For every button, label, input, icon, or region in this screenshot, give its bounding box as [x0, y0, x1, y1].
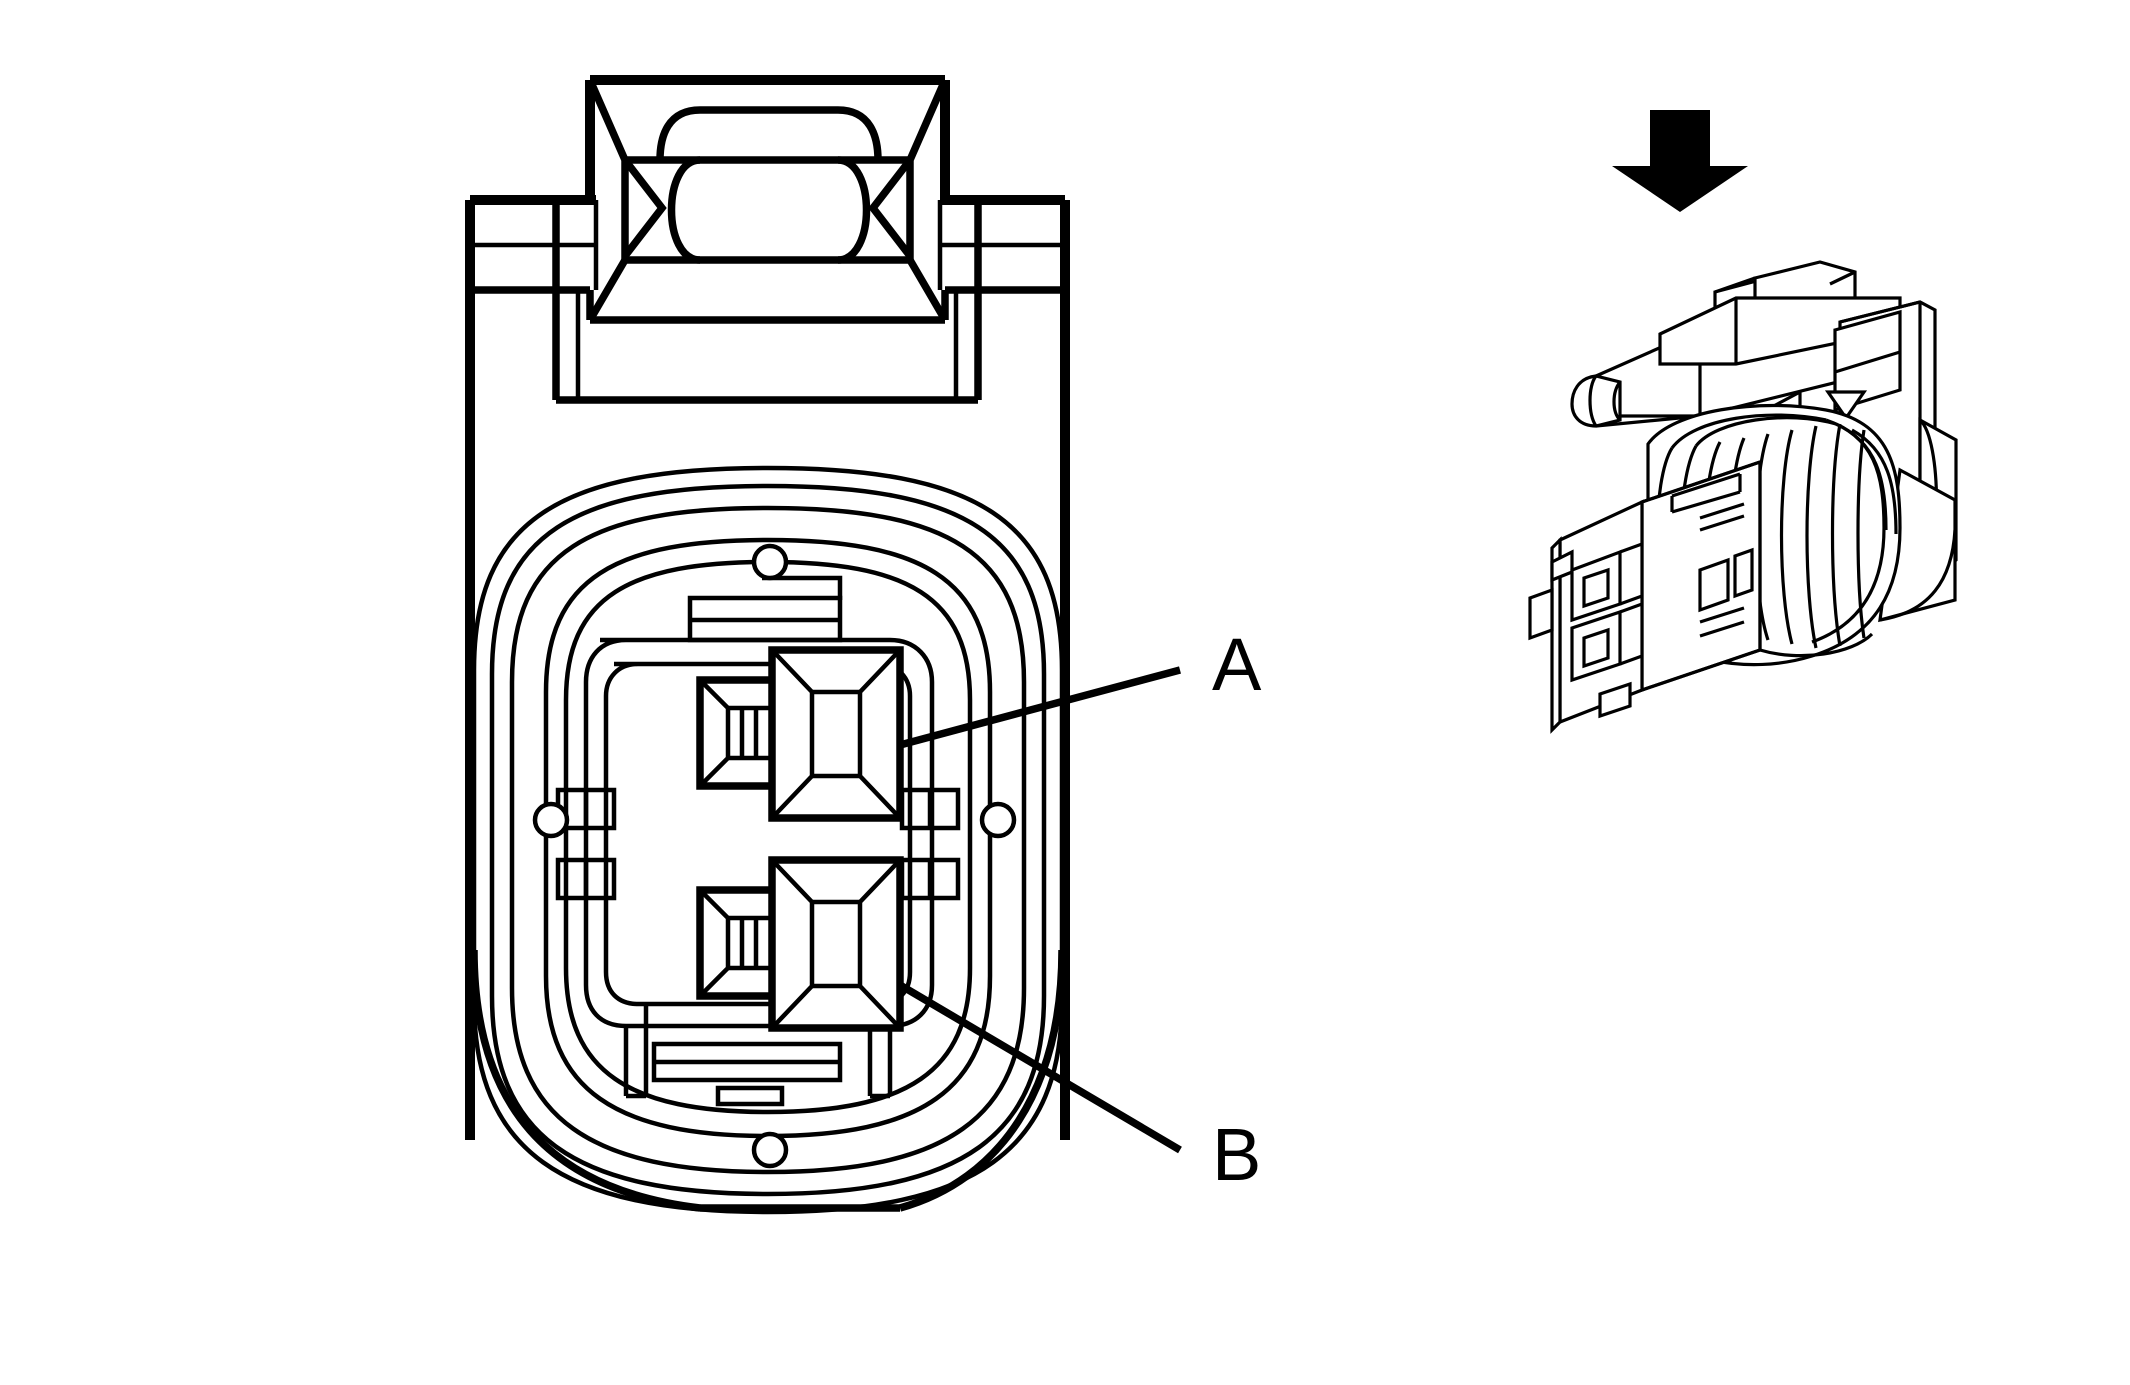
callout-a-label: A: [1212, 623, 1262, 706]
lower-terminal-cavity[interactable]: [696, 856, 904, 1032]
inset-front-face: [1528, 459, 1762, 734]
callout-b-label: B: [1212, 1113, 1261, 1196]
connector-front-view: [465, 75, 1070, 1215]
callout-b: B: [898, 981, 1261, 1196]
alignment-holes: [532, 543, 1017, 1169]
connector-body-outline: [465, 195, 1070, 1140]
connector-top-latch: [470, 75, 1065, 404]
alignment-hole-right: [979, 801, 1017, 839]
alignment-hole-left: [532, 801, 570, 839]
inset-latch-lever: [1570, 260, 1902, 428]
connector-oval-seal-rings: [470, 465, 1066, 1215]
connector-isometric-view: [1528, 260, 1958, 734]
callout-a-leader: [899, 666, 1181, 749]
down-arrow-icon: [1612, 110, 1748, 212]
inset-rear-housing: [1769, 300, 1958, 623]
callout-b-leader: [898, 981, 1182, 1154]
upper-terminal-cavity[interactable]: [696, 646, 904, 822]
alignment-hole-top: [751, 543, 789, 581]
inset-lower-skirt: [1641, 632, 1874, 692]
alignment-hole-bottom: [751, 1131, 789, 1169]
callout-a: A: [899, 623, 1262, 749]
